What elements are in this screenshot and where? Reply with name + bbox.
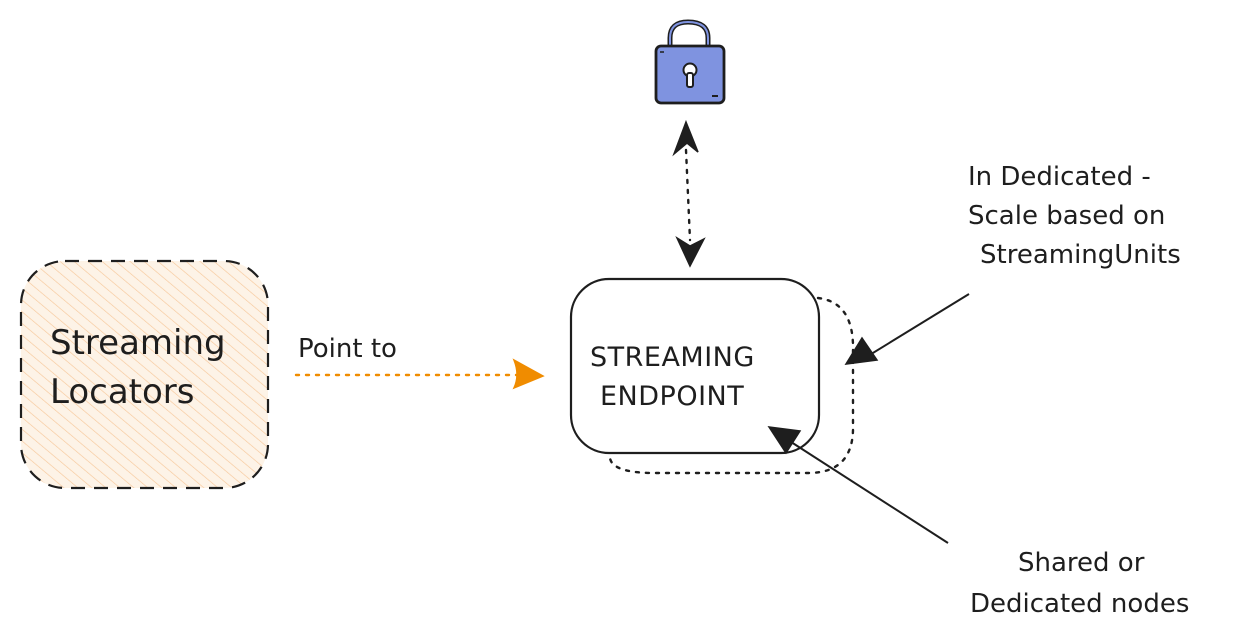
point-to-label: Point to — [298, 334, 397, 364]
shared-or-dedicated-arrowhead — [767, 426, 802, 455]
dedicated-scale-line-2: Scale based on — [968, 201, 1165, 231]
streaming-endpoint-label-line-2: ENDPOINT — [600, 381, 744, 412]
lock-icon — [654, 19, 726, 105]
point-to-edge[interactable]: Point to — [294, 334, 545, 390]
streaming-locators-label-line-2: Locators — [50, 372, 195, 412]
lock-edge-arrowhead-top — [672, 119, 699, 157]
streaming-locators-label-line-1: Streaming — [50, 323, 226, 363]
lock-endpoint-edge[interactable] — [672, 119, 706, 268]
shared-or-dedicated-note: Shared or Dedicated nodes — [970, 548, 1189, 619]
dedicated-scale-arrow[interactable] — [844, 293, 970, 365]
dedicated-scale-arrowhead — [844, 336, 879, 365]
shared-or-dedicated-line-1: Shared or — [1018, 548, 1145, 578]
shared-or-dedicated-line-2: Dedicated nodes — [970, 589, 1189, 619]
dedicated-scale-line-3: StreamingUnits — [980, 240, 1181, 270]
shared-or-dedicated-arrow[interactable] — [767, 426, 949, 544]
dedicated-scale-line-1: In Dedicated - — [968, 162, 1151, 192]
point-to-arrowhead — [512, 358, 545, 390]
streaming-locators-node[interactable]: Streaming Locators — [19, 259, 270, 490]
streaming-endpoint-label-line-1: STREAMING — [590, 342, 755, 373]
streaming-endpoint-node[interactable]: STREAMING ENDPOINT — [569, 277, 821, 455]
endpoint-scale-instance — [608, 296, 855, 475]
dedicated-scale-note: In Dedicated - Scale based on StreamingU… — [968, 162, 1181, 270]
lock-edge-arrowhead-bottom — [675, 236, 706, 268]
